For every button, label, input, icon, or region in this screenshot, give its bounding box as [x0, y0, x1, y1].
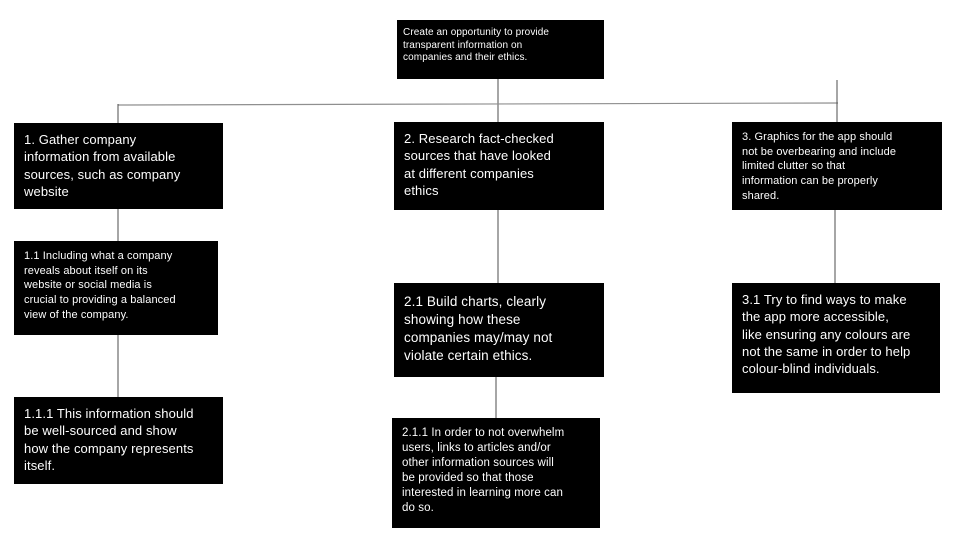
node-2-1-1[interactable]: 2.1.1 In order to not overwhelm users, l…: [392, 418, 600, 528]
node-1-1[interactable]: 1.1 Including what a company reveals abo…: [14, 241, 218, 335]
node-2-1[interactable]: 2.1 Build charts, clearly showing how th…: [394, 283, 604, 377]
node-1-1-1[interactable]: 1.1.1 This information should be well-so…: [14, 397, 223, 484]
connector-horizontal-rail: [117, 102, 839, 106]
node-2[interactable]: 2. Research fact-checked sources that ha…: [394, 122, 604, 210]
node-root[interactable]: Create an opportunity to provide transpa…: [397, 20, 604, 79]
node-3[interactable]: 3. Graphics for the app should not be ov…: [732, 122, 942, 210]
node-3-1[interactable]: 3.1 Try to find ways to make the app mor…: [732, 283, 940, 393]
node-1[interactable]: 1. Gather company information from avail…: [14, 123, 223, 209]
